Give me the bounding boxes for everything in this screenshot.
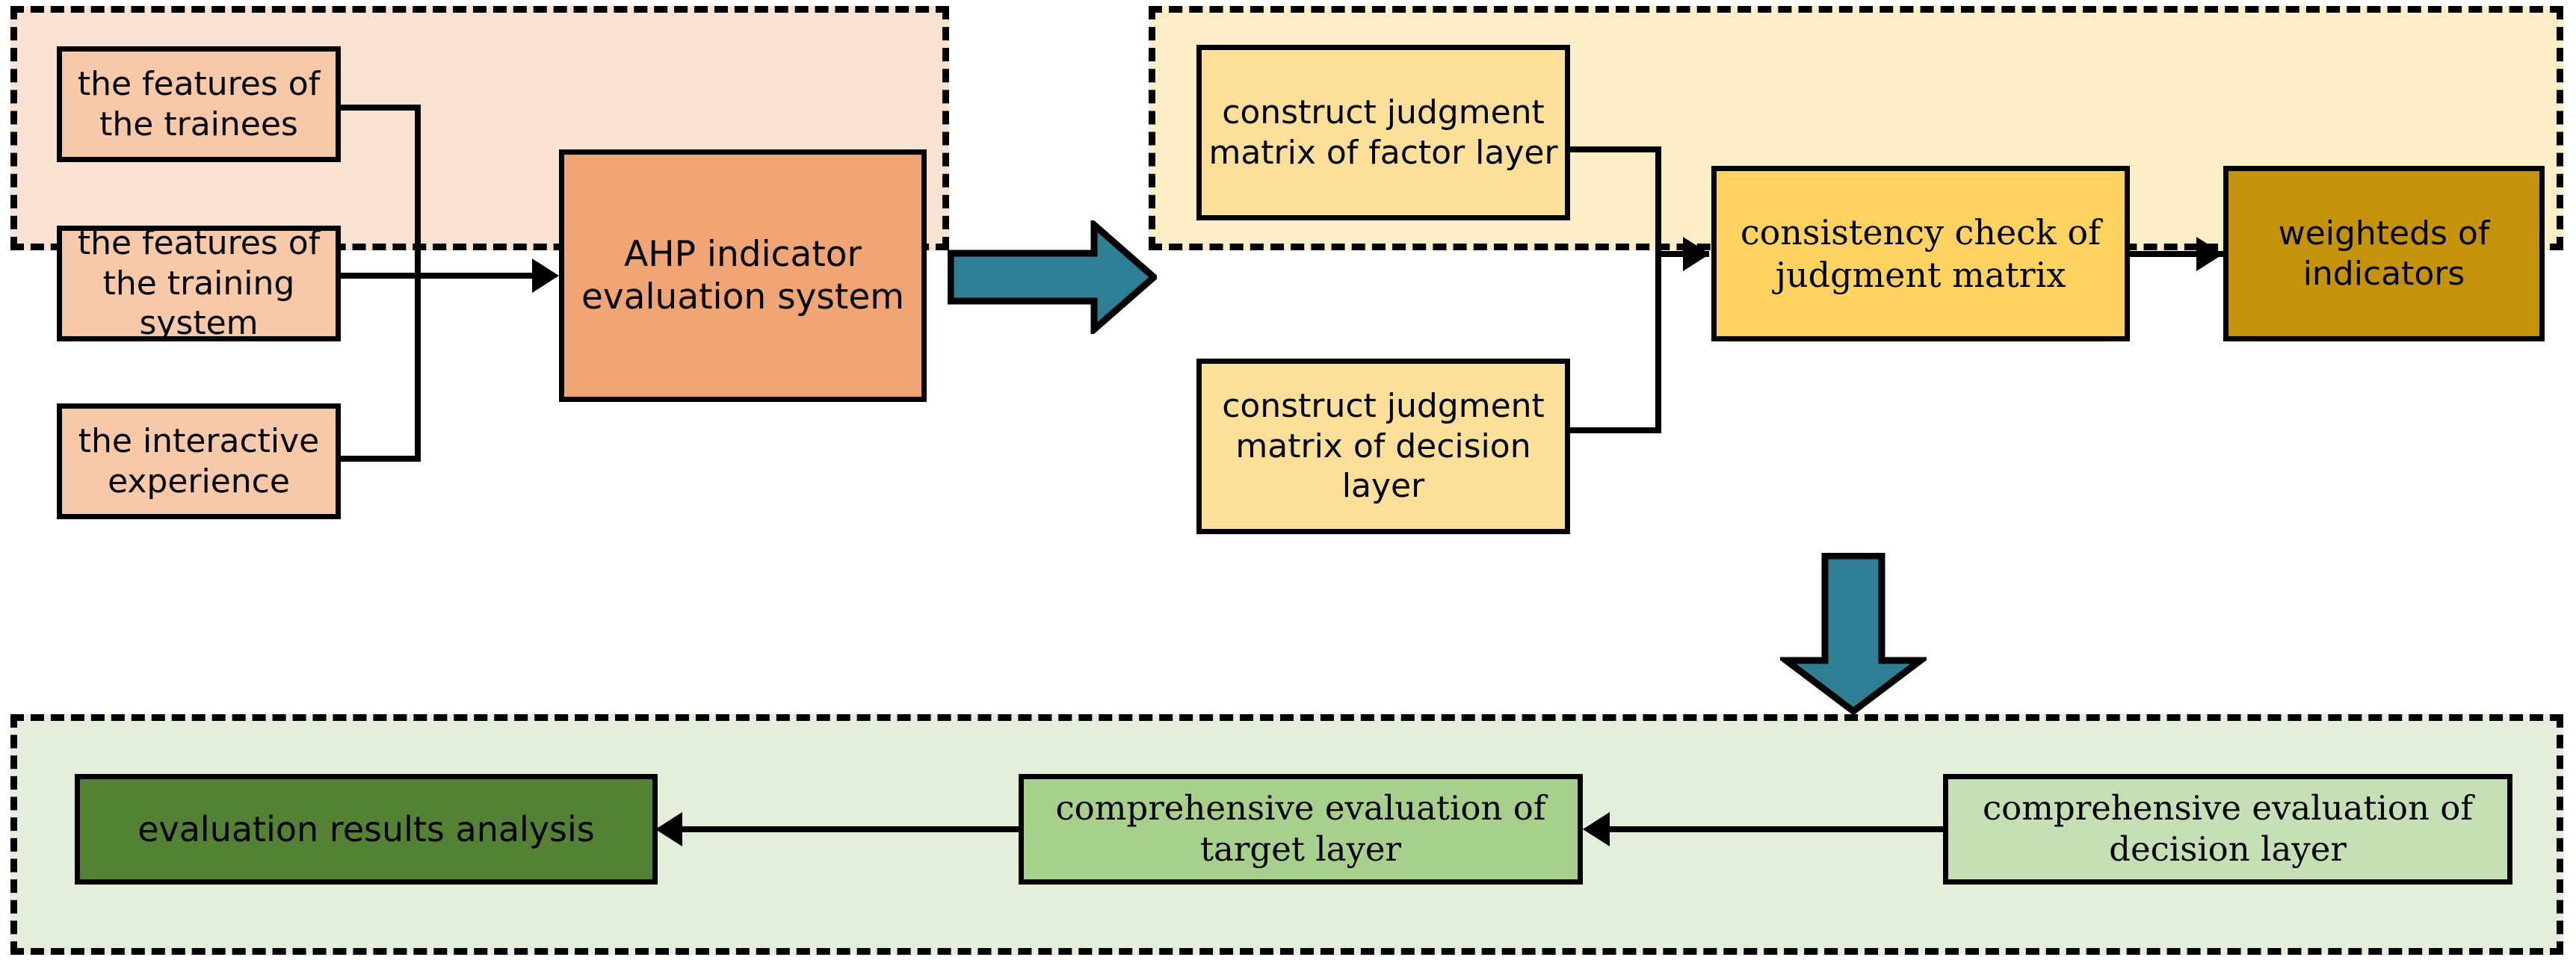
node-label: evaluation results analysis — [138, 808, 595, 849]
arrowhead-into-target-layer-icon — [1583, 812, 1610, 846]
arrowhead-into-ahp-icon — [532, 258, 559, 293]
wire-trainees-right — [341, 105, 421, 111]
wire-trainees-down — [415, 105, 421, 284]
arrowhead-into-results-analysis-icon — [655, 812, 682, 846]
node-the-interactive-experience[interactable]: the interactive experience — [57, 403, 341, 519]
wire-target-to-results — [680, 826, 1021, 832]
arrowhead-into-weighteds-icon — [2196, 237, 2223, 271]
teal-down-arrow-shape-icon — [1780, 553, 1927, 716]
node-label: AHP indicator evaluation system — [581, 233, 905, 318]
arrowhead-into-consistency-icon — [1683, 237, 1710, 271]
wire-factor-right — [1570, 146, 1661, 152]
node-evaluation-results-analysis[interactable]: evaluation results analysis — [75, 774, 658, 885]
node-label: construct judgment matrix of factor laye… — [1208, 93, 1558, 172]
wire-training-to-ahp — [341, 273, 534, 279]
wire-interactive-up — [415, 281, 421, 462]
node-comprehensive-evaluation-of-target-layer[interactable]: comprehensive evaluation of target layer — [1019, 774, 1583, 885]
wire-decision-right — [1570, 427, 1661, 433]
node-comprehensive-evaluation-of-decision-layer[interactable]: comprehensive evaluation of decision lay… — [1943, 774, 2512, 885]
node-weighteds-of-indicators[interactable]: weighteds of indicators — [2223, 166, 2545, 341]
node-label: construct judgment matrix of decision la… — [1222, 386, 1545, 506]
wire-interactive-right — [341, 456, 421, 462]
node-label: the features of the trainees — [77, 64, 321, 143]
wire-bus-to-consistency — [1655, 251, 1709, 257]
node-label: the interactive experience — [78, 421, 320, 501]
node-the-features-of-the-trainees[interactable]: the features of the trainees — [57, 46, 341, 162]
wire-decision-up — [1655, 254, 1661, 433]
node-construct-judgment-matrix-of-factor-layer[interactable]: construct judgment matrix of factor laye… — [1196, 45, 1570, 220]
node-label: comprehensive evaluation of target layer — [1055, 788, 1546, 869]
wire-decision-to-target — [1607, 826, 1945, 832]
node-consistency-check-of-judgment-matrix[interactable]: consistency check of judgment matrix — [1711, 166, 2130, 341]
node-label: consistency check of judgment matrix — [1740, 212, 2101, 295]
node-ahp-indicator-evaluation-system[interactable]: AHP indicator evaluation system — [559, 149, 927, 402]
node-label: comprehensive evaluation of decision lay… — [1982, 788, 2474, 869]
node-the-features-of-the-training-system[interactable]: the features of the training system — [57, 224, 341, 343]
teal-right-arrow-icon — [948, 220, 1157, 334]
node-construct-judgment-matrix-of-decision-layer[interactable]: construct judgment matrix of decision la… — [1196, 359, 1570, 534]
node-label: the features of the training system — [77, 224, 321, 343]
node-label: weighteds of indicators — [2278, 214, 2490, 293]
wire-consistency-to-weighteds — [2130, 251, 2227, 257]
teal-down-arrow-icon — [1780, 248, 1927, 465]
wire-factor-down — [1655, 146, 1661, 258]
